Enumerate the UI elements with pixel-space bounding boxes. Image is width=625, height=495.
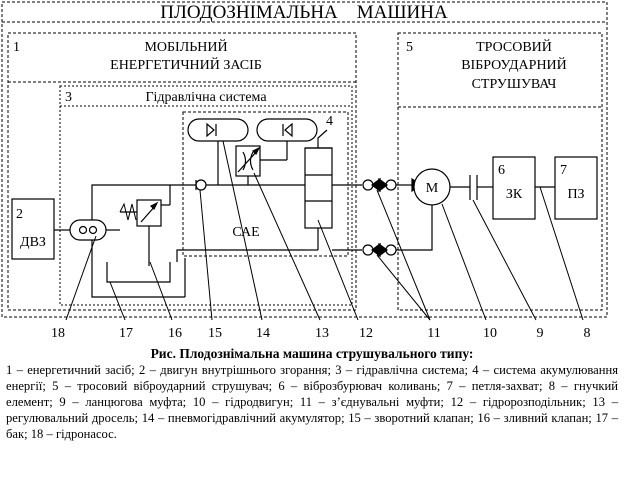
callout-10: 10 [483,326,497,341]
caption-body: 1 – енергетичний засіб; 2 – двигун внутр… [6,363,618,441]
check-valve [195,179,207,191]
callout-17: 17 [119,326,133,341]
block-1-label-line2: ЕНЕРГЕТИЧНИЙ ЗАСІБ [110,56,262,73]
callout-13: 13 [315,326,329,341]
exciter-number: 6 [498,163,505,178]
callout-11: 11 [427,326,440,341]
engine-box [11,198,55,260]
block-5-frame [397,32,603,311]
callout-16: 16 [168,326,182,341]
block-1-number: 1 [13,40,20,55]
motor-label: М [426,181,439,196]
exciter-box [492,156,536,220]
block-5-label-line2: ВІБРОУДАРНИЙ [461,56,567,73]
block-5-label-line3: СТРУШУВАЧ [472,77,557,92]
block-5-number: 5 [406,40,413,55]
callout-8: 8 [584,326,591,341]
accumulator-left [187,118,249,142]
block-3-frame [59,85,353,306]
block-5-label-line1: ТРОСОВИЙ [476,38,552,55]
loop-grip-label: ПЗ [567,187,584,202]
block-1-label-line1: МОБІЛЬНИЙ [144,38,227,55]
block-1-frame [7,32,357,311]
loop-grip-box [554,156,598,220]
diagram-title: ПЛОДОЗНІМАЛЬНА МАШИНА [160,2,448,23]
loop-grip-number: 7 [560,163,567,178]
engine-number: 2 [16,207,23,222]
figure-caption: Рис. Плодознімальна машина струшувальног… [6,346,618,442]
callout-14: 14 [256,326,270,341]
caption-title: Рис. Плодознімальна машина струшувальног… [150,346,474,361]
machine-diagram: ПЛОДОЗНІМАЛЬНА МАШИНА 1 МОБІЛЬНИЙ ЕНЕРГЕ… [1,1,608,341]
pump [69,219,107,241]
block-4-frame [182,111,349,257]
callout-9: 9 [537,326,544,341]
outer-frame [1,1,608,318]
block-3-label: Гідравлічна система [145,90,267,105]
engine-label: ДВЗ [20,235,46,250]
callout-15: 15 [208,326,222,341]
callout-18: 18 [51,326,65,341]
callout-12: 12 [359,326,373,341]
exciter-label: ЗК [506,187,523,202]
tank [106,262,171,283]
distributor [304,147,333,229]
block-3-number: 3 [65,90,72,105]
accumulation-label: САЕ [232,225,259,240]
accumulation-number: 4 [326,114,333,129]
